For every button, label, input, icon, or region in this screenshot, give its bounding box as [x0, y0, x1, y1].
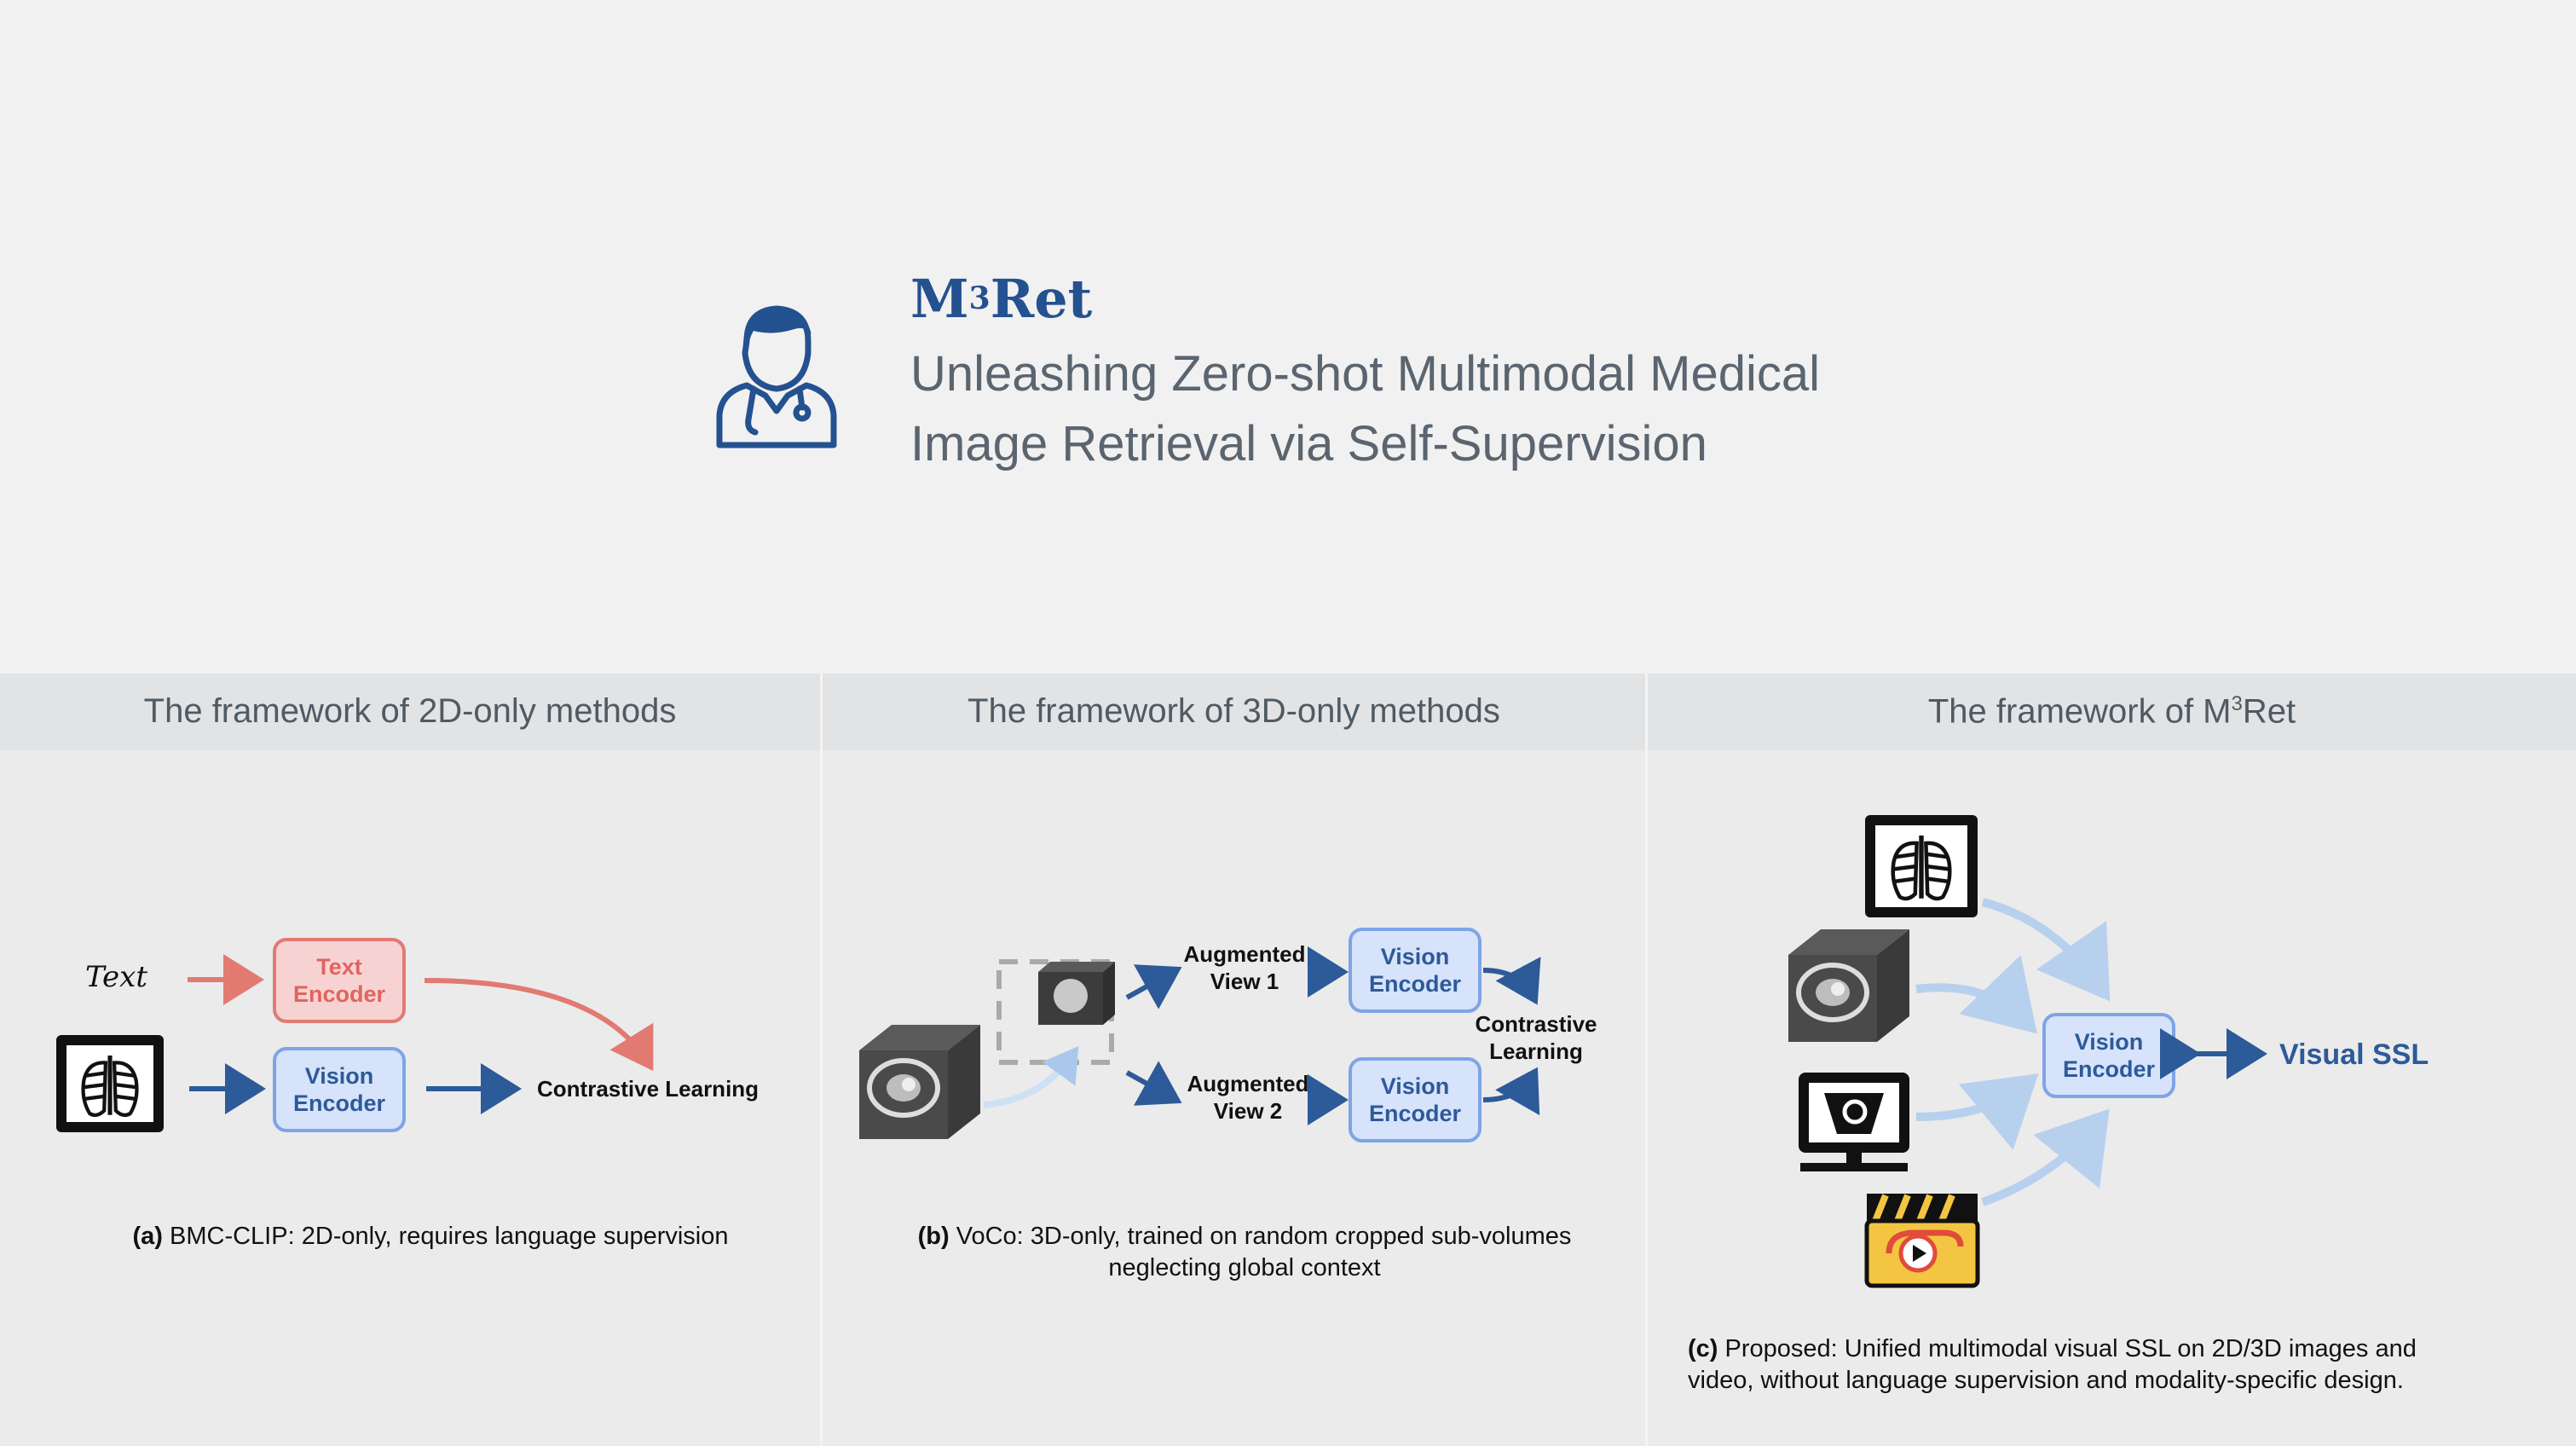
vision-encoder-b1-label-2: Encoder	[1369, 971, 1462, 997]
vision-encoder-box-c	[2042, 1013, 2175, 1098]
contrastive-b-label-2: Learning	[1489, 1038, 1583, 1064]
panel-a-title: The framework of 2D-only methods	[143, 692, 677, 730]
aug-view-2-label-1: Augmented	[1187, 1071, 1309, 1096]
caption-b: (b) VoCo: 3D-only, trained on random cro…	[917, 1223, 1572, 1281]
panel-b-header: The framework of 3D-only methods	[823, 674, 1645, 750]
arrow-crop	[983, 1046, 1079, 1108]
caption-c: (c) Proposed: Unified multimodal visual …	[1688, 1335, 2417, 1394]
vision-encoder-label-2: Encoder	[293, 1090, 386, 1116]
divider	[1645, 674, 1648, 1446]
arrow-text-to-contrastive	[424, 978, 654, 1072]
xray-icon	[56, 1035, 164, 1132]
vision-encoder-c-label-1: Vision	[2075, 1029, 2144, 1055]
ct-cube-icon	[859, 1025, 980, 1139]
arrow-to-aug2	[1125, 1061, 1182, 1106]
aug-view-2-label-2: View 2	[1214, 1098, 1282, 1124]
aug-view-1-label-2: View 1	[1210, 969, 1279, 994]
vision-encoder-b2-label-1: Vision	[1381, 1073, 1450, 1099]
arrow-enc2-to-contrastive	[1482, 1067, 1540, 1116]
arrow-us-to-encoder	[1915, 1073, 2039, 1150]
panel-a-header: The framework of 2D-only methods	[0, 674, 820, 750]
video-clapper-icon	[1864, 1194, 1980, 1288]
panel-c-header: The framework of M3Ret	[1648, 674, 2576, 750]
title-block: M3Ret Unleashing Zero-shot Multimodal Me…	[910, 273, 1933, 479]
arrow-to-aug1	[1125, 964, 1182, 1009]
arrow-enc1-to-contrastive	[1482, 957, 1541, 1005]
vision-encoder-b1-label-1: Vision	[1381, 944, 1450, 969]
subtitle-line-2: Image Retrieval via Self-Supervision	[910, 416, 1707, 471]
xray-icon	[1865, 815, 1978, 917]
ultrasound-monitor-icon	[1799, 1073, 1909, 1171]
brand-title: M3Ret	[910, 268, 1093, 330]
cropped-subvolume-icon	[996, 959, 1115, 1065]
vision-encoder-box-b1	[1349, 928, 1481, 1013]
arrow-video-to-encoder	[1981, 1108, 2110, 1206]
doctor-icon	[716, 305, 837, 448]
text-encoder-label-1: Text	[316, 954, 362, 980]
caption-a: (a) BMC-CLIP: 2D-only, requires language…	[132, 1223, 729, 1250]
contrastive-b-label-1: Contrastive	[1475, 1011, 1597, 1037]
visual-ssl-label: Visual SSL	[2279, 1038, 2429, 1071]
subtitle: Unleashing Zero-shot Multimodal Medical …	[910, 339, 1933, 479]
text-encoder-box	[273, 938, 406, 1023]
panel-c-title: The framework of M3Ret	[1927, 692, 2296, 731]
text-encoder-label-2: Encoder	[293, 981, 386, 1007]
aug-view-1-label-1: Augmented	[1184, 941, 1306, 967]
vision-encoder-c-label-2: Encoder	[2063, 1056, 2156, 1082]
text-input-label: Text	[85, 960, 147, 994]
contrastive-learning-label: Contrastive Learning	[537, 1076, 759, 1102]
vision-encoder-box-a	[273, 1047, 406, 1132]
vision-encoder-b2-label-2: Encoder	[1369, 1101, 1462, 1126]
vision-encoder-box-b2	[1349, 1057, 1481, 1142]
arrow-ct-to-encoder	[1915, 955, 2037, 1034]
ct-cube-icon	[1788, 929, 1909, 1042]
divider	[820, 674, 823, 1446]
vision-encoder-label-1: Vision	[305, 1063, 374, 1089]
subtitle-line-1: Unleashing Zero-shot Multimodal Medical	[910, 346, 1821, 402]
panel-b-title: The framework of 3D-only methods	[967, 692, 1500, 730]
arrow-xray-to-encoder	[1981, 898, 2111, 1002]
